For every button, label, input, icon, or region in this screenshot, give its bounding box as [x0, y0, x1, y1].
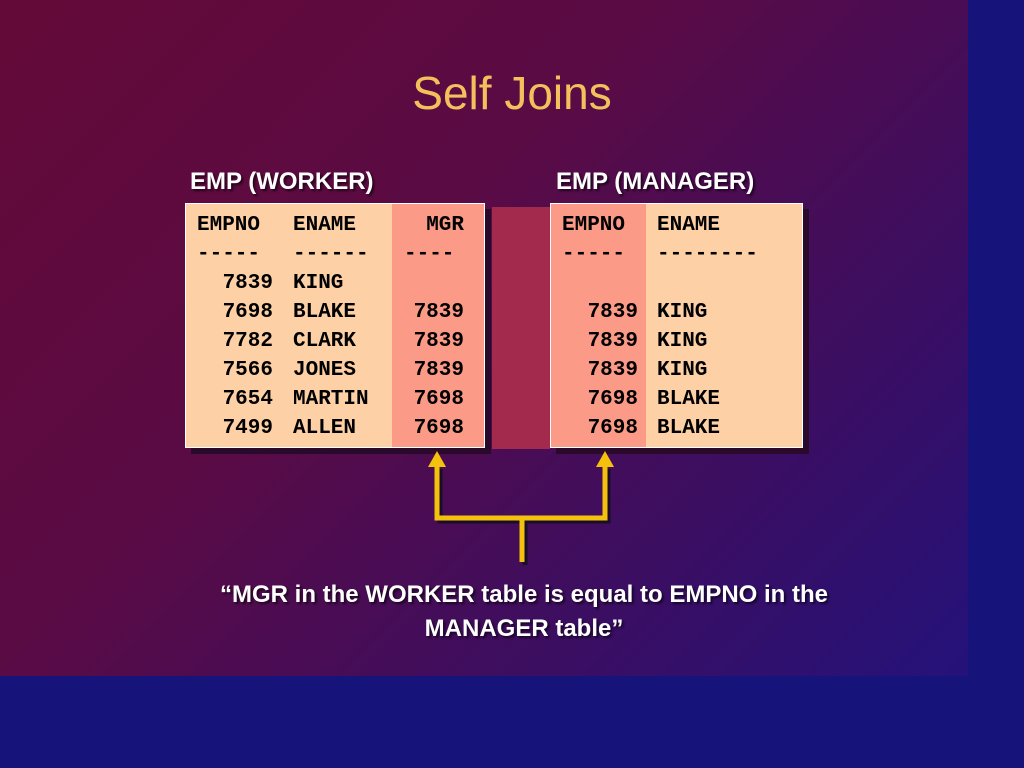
empno-cell: 7839	[587, 359, 638, 382]
ename-cell: KING	[657, 359, 708, 382]
right-arrowhead-icon	[596, 451, 614, 467]
ename-cell: CLARK	[293, 330, 357, 353]
join-connector-band	[492, 207, 550, 449]
mgr-cell: 7839	[413, 359, 464, 382]
ename-cell: BLAKE	[657, 388, 721, 411]
mgr-cell: 7839	[413, 301, 464, 324]
ename-cell: KING	[657, 330, 708, 353]
join-arrows	[428, 451, 614, 565]
mgr-cell: 7698	[413, 388, 464, 411]
ename-cell: ALLEN	[293, 417, 357, 440]
slide-title: Self Joins	[412, 67, 612, 119]
join-condition-caption: “MGR in the WORKER table is equal to EMP…	[0, 578, 1024, 646]
empno-cell: 7566	[222, 359, 273, 382]
separator-empno: -----	[562, 243, 626, 266]
separator-mgr: ----	[404, 243, 455, 266]
empno-cell: 7839	[222, 272, 273, 295]
ename-cell: JONES	[293, 359, 357, 382]
mgr-column-highlight	[392, 204, 484, 447]
column-header-empno: EMPNO	[197, 214, 261, 237]
empno-cell: 7698	[222, 301, 273, 324]
column-header-ename: ENAME	[293, 214, 357, 237]
empno-cell: 7839	[587, 330, 638, 353]
column-header-mgr: MGR	[426, 214, 464, 237]
empno-cell: 7839	[587, 301, 638, 324]
left-arrowhead-icon	[428, 451, 446, 467]
ename-cell: BLAKE	[657, 417, 721, 440]
column-header-ename: ENAME	[657, 214, 721, 237]
arrow-body	[434, 466, 608, 562]
ename-cell: BLAKE	[293, 301, 357, 324]
mgr-cell: 7839	[413, 330, 464, 353]
separator-ename: --------	[657, 243, 758, 266]
empno-cell: 7698	[587, 388, 638, 411]
caption-line-1: “MGR in the WORKER table is equal to EMP…	[219, 581, 829, 608]
column-header-empno: EMPNO	[562, 214, 626, 237]
empno-column-highlight	[551, 204, 646, 447]
separator-ename: ------	[293, 243, 369, 266]
worker-table-label: EMP (WORKER)	[190, 168, 374, 195]
empno-cell: 7499	[222, 417, 273, 440]
ename-cell: KING	[293, 272, 344, 295]
manager-table-label: EMP (MANAGER)	[556, 168, 755, 195]
empno-cell: 7654	[222, 388, 273, 411]
caption-line-2: MANAGER table”	[424, 615, 624, 642]
ename-cell: MARTIN	[293, 388, 369, 411]
empno-cell: 7782	[222, 330, 273, 353]
empno-cell: 7698	[587, 417, 638, 440]
separator-empno: -----	[197, 243, 261, 266]
ename-cell: KING	[657, 301, 708, 324]
mgr-cell: 7698	[413, 417, 464, 440]
manager-table: EMPNO ENAME ----- -------- 7839 KING 783…	[550, 203, 803, 448]
worker-table: EMPNO ENAME MGR ----- ------ ---- 7839 K…	[185, 203, 485, 448]
